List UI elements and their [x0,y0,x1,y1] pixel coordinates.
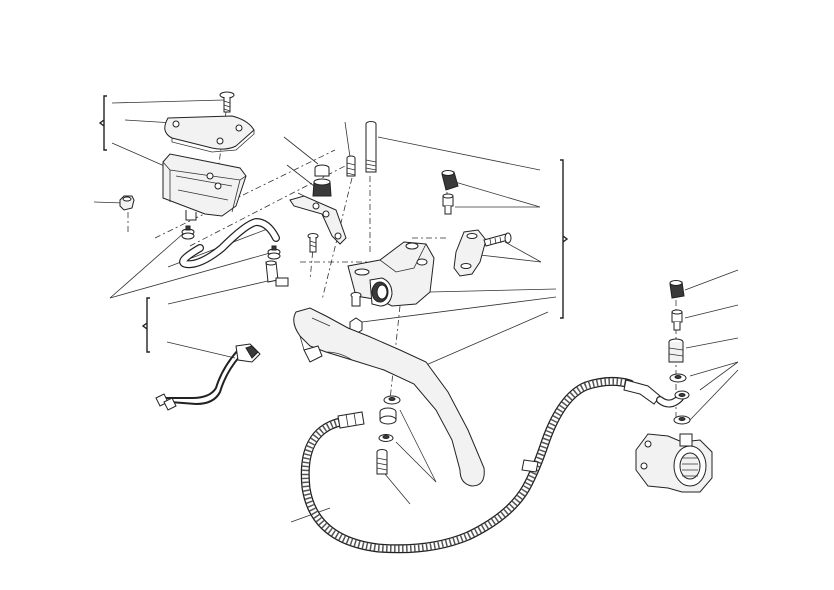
reservoir-screw [219,91,235,113]
leader-line [454,181,541,208]
adjuster-screw [376,449,388,475]
leader-line [109,252,271,299]
reservoir-nut [119,195,135,211]
slave-cylinder-group [635,280,713,493]
leader-line [429,288,557,293]
leader-line [361,296,557,323]
leader-line [504,241,542,263]
master-cylinder-group [347,170,512,335]
hose-fitting-cylinder-end [623,379,690,408]
leader-line [283,136,319,165]
leader-line [685,337,739,349]
spacer-bushing [379,407,397,425]
leader-line [111,99,225,104]
bracket-screw [307,233,319,253]
clamp-screw [483,232,512,247]
bracket-reservoir-group [98,95,107,151]
leader-line [399,409,437,483]
leader-line [93,201,125,204]
hose-clamp-lower [267,245,281,260]
leader-line [344,121,351,158]
leader-line [167,279,273,305]
leader-line [479,254,542,263]
leader-line [699,361,739,391]
leader-line [166,341,236,359]
leader-line [684,269,739,291]
slave-washer-lower [673,415,691,425]
master-cylinder-body [347,241,435,307]
leader-line [297,192,305,197]
pivot-pin [365,121,377,173]
leader-line [409,311,549,373]
pivot-screw [346,155,356,177]
leader-line [395,441,437,483]
slave-washer-upper [669,373,687,383]
leader-line [689,369,739,421]
leader-line [109,231,186,299]
hose-connector [265,260,289,287]
bleed-cap [441,170,459,191]
washer-upper [383,395,401,405]
slave-bushing [668,338,684,363]
mount-bracket-group [289,121,377,253]
rubber-damper [312,164,332,197]
bracket-sensor-group [141,297,150,353]
hose-clamp-upper [181,225,195,240]
mount-bolt [349,292,363,335]
reservoir-group [119,91,289,287]
brake-lever [293,307,485,487]
clamp-half [453,229,487,277]
brake-fluid-reservoir [162,153,247,221]
brake-light-switch [155,343,261,411]
slave-cylinder-body [635,433,713,493]
leader-line [377,136,541,171]
leader-line [689,361,739,377]
leader-line [384,473,411,505]
leader-line [684,304,739,319]
lever-adjuster-parts [376,395,401,475]
leader-line [286,164,315,187]
group-brackets [98,95,569,353]
assembly-line [154,149,336,239]
slave-bleed-valve [671,309,683,331]
braided-hydraulic-hose [300,376,690,554]
bracket-master-cylinder-group [560,159,569,319]
mount-bracket [289,195,347,245]
bleed-valve [442,193,454,215]
reservoir-hose [179,217,280,269]
washer-lower [378,434,394,442]
slave-bleed-cap [669,280,685,299]
hose-clip [521,459,539,473]
reservoir-cap [164,115,255,153]
hose-fitting-lever-end [337,411,365,429]
